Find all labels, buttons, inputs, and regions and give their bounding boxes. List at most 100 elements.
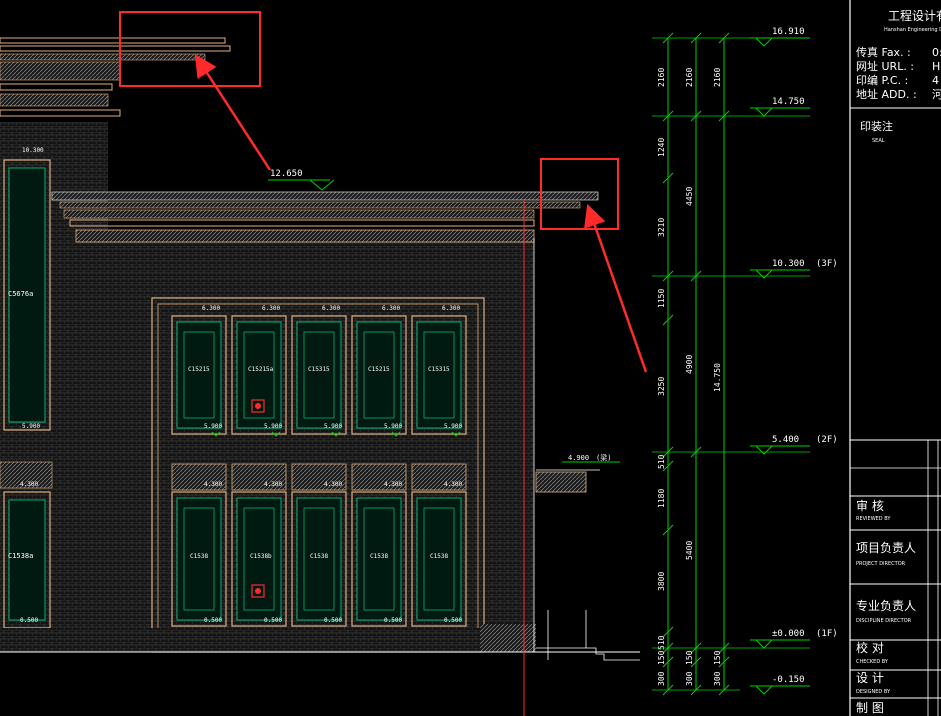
dim-chain-2-label: 4450	[685, 187, 694, 206]
dim-chain-2-label: 5400	[685, 541, 694, 560]
upper-window-label: C15215	[368, 366, 390, 373]
elevation-value: 14.750	[772, 97, 805, 107]
upper-window-top-tag: 6.300	[202, 305, 220, 312]
dim-chain-1-label: 1180	[657, 489, 666, 508]
elevation-floor: (2F)	[816, 435, 838, 445]
upper-window-lattice	[243, 331, 275, 419]
lower-window-bottom-tag: 0.500	[264, 617, 282, 624]
dim-chain-1-label: 1150	[657, 289, 666, 308]
callout-arrow-upper	[194, 54, 272, 171]
upper-window-sill-tag: 5.900	[324, 423, 342, 430]
url-label: 网址 URL. :	[856, 59, 914, 73]
title-row-cn: 校 对	[856, 640, 884, 655]
beam-elevation-floor: (梁)	[596, 453, 611, 462]
dim-chain-1-label: 510	[657, 454, 666, 469]
lower-window-frame	[171, 491, 227, 627]
sill-marker	[271, 431, 281, 437]
band-tag: 4.300	[324, 481, 342, 488]
dim-chain-1-label: 2160	[657, 68, 666, 87]
upper-window-sill-tag: 5.900	[204, 423, 222, 430]
red-marker-upper-dot	[255, 403, 261, 409]
dim-chain-2-label: 4900	[685, 355, 694, 374]
lower-window-lattice	[183, 507, 215, 611]
lower-window-label: C1538b	[250, 553, 272, 560]
upper-window-sill-tag: 5.900	[444, 423, 462, 430]
left-window-bottom-tag: 0.500	[20, 617, 38, 624]
dim-chain-2-label: 150	[685, 650, 694, 665]
band-tag: 4.300	[384, 481, 402, 488]
dim-chain-2-tick	[690, 656, 702, 668]
elevation-triangle	[755, 639, 773, 649]
upper-window-top-tag: 6.300	[262, 305, 280, 312]
dim-chain-1-label: 3210	[657, 218, 666, 237]
company-name-en: Hanshan Engineering Design Co.,Ltd	[884, 27, 941, 33]
upper-window-label: C15315	[428, 366, 450, 373]
address-label: 地址 ADD. :	[856, 87, 917, 101]
elevation-floor: (1F)	[816, 629, 838, 639]
upper-window-frame	[351, 315, 407, 435]
dim-chain-1-label: 300	[657, 671, 666, 686]
upper-window-top-tag: 6.300	[322, 305, 340, 312]
upper-cornice	[0, 37, 231, 117]
upper-window-lattice	[423, 331, 455, 419]
dim-chain-1-label: 1240	[657, 138, 666, 157]
dim-chain-1-label: 150	[657, 650, 666, 665]
lower-window-label: C1538	[370, 553, 388, 560]
company-name: 工程设计有限公司	[888, 8, 941, 23]
sill-marker	[451, 431, 461, 437]
red-marker-lower-dot	[255, 588, 261, 594]
title-block	[849, 0, 941, 716]
band-panel	[171, 463, 227, 491]
entrance-steps	[536, 610, 640, 661]
ground-base	[0, 628, 534, 652]
title-row-en: REVIEWED BY	[856, 516, 891, 522]
upper-window-top-tag: 6.300	[382, 305, 400, 312]
left-window-upper-label: C5676a	[8, 290, 33, 298]
band-tag: 4.300	[444, 481, 462, 488]
elevation-value: 5.400	[772, 435, 799, 445]
upper-window-frame	[171, 315, 227, 435]
elevation-triangle	[755, 685, 773, 695]
lower-window-lattice	[303, 507, 335, 611]
url-value: H	[932, 60, 940, 73]
seal-label-en: SEAL	[872, 138, 885, 144]
lower-window-frame	[411, 491, 467, 627]
fax-label: 传真 Fax. :	[856, 45, 911, 59]
upper-window-sill-tag: 5.900	[384, 423, 402, 430]
red-marker-lower	[251, 584, 265, 598]
band-panel	[411, 463, 467, 491]
elevation-value: 10.300	[772, 259, 805, 269]
dim-chain-3-label: 300	[713, 671, 722, 686]
left-window-lower-inner	[8, 499, 46, 621]
left-window-upper	[3, 159, 51, 431]
elevation-triangle	[755, 37, 773, 47]
svg-text:12.650: 12.650	[270, 169, 303, 179]
upper-window-top-tag: 6.300	[442, 305, 460, 312]
main-facade-wall	[52, 238, 534, 652]
elevation-triangle	[755, 445, 773, 455]
dim-chain-3-tick	[718, 656, 730, 668]
upper-window-lattice	[183, 331, 215, 419]
band-tag: 4.300	[264, 481, 282, 488]
dim-chain-1-tick	[662, 524, 674, 536]
dimension-chains: 2160124032101150325051011803800510150300…	[652, 32, 810, 696]
left-band-tag: 4.300	[20, 481, 38, 488]
upper-window-lattice	[363, 331, 395, 419]
left-window-lower-label: C1538a	[8, 552, 33, 560]
upper-window-label: C15215a	[248, 366, 274, 373]
elevation-triangle	[755, 107, 773, 117]
elevation-floor: (3F)	[816, 259, 838, 269]
dim-chain-1-tick	[662, 656, 674, 668]
dim-chain-2-label: 300	[685, 671, 694, 686]
red-marker-upper	[251, 399, 265, 413]
lower-window-label: C1538	[310, 553, 328, 560]
left-window-upper-inner	[8, 167, 46, 423]
roof-elevation-marker: 12.650	[268, 169, 335, 191]
band-tag: 4.300	[204, 481, 222, 488]
upper-window-frame	[411, 315, 467, 435]
title-row-en: CHECKED BY	[856, 659, 889, 665]
title-row-en: DISCIPLINE DIRECTOR	[856, 618, 912, 624]
sill-marker	[391, 431, 401, 437]
